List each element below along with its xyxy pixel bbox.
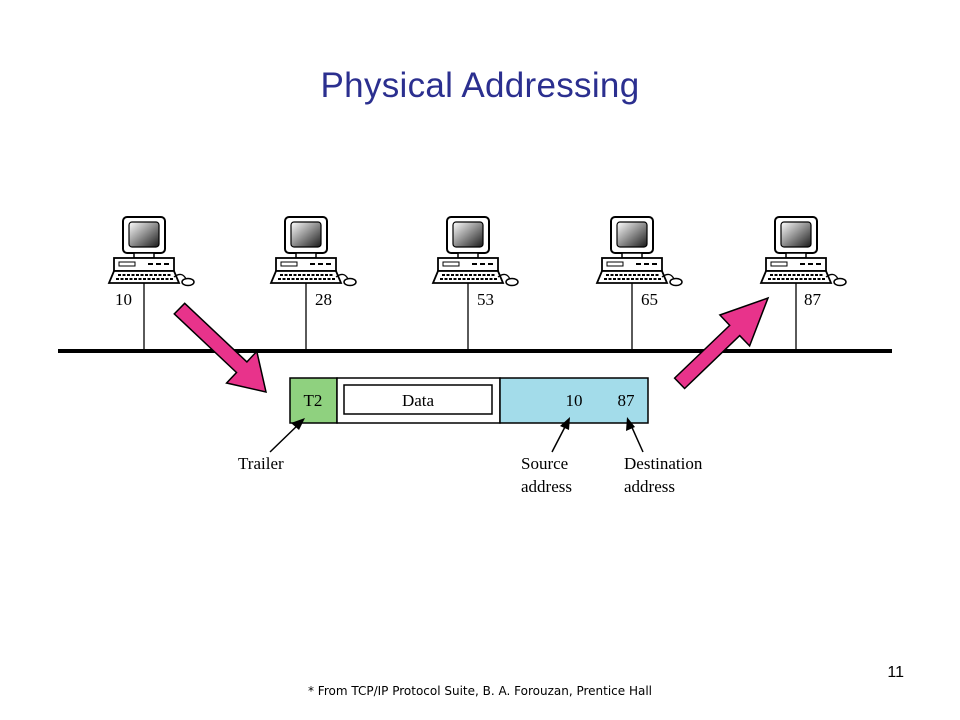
frame: T2 Data 10 87 — [289, 377, 649, 424]
source-credit: * From TCP/IP Protocol Suite, B. A. Foro… — [307, 684, 653, 698]
station-28 — [270, 216, 357, 351]
station-65 — [596, 216, 683, 351]
slide-title: Physical Addressing — [320, 66, 640, 105]
destination-label-line1: Destination — [624, 454, 703, 473]
arrow-up-right-icon — [673, 296, 770, 390]
station-address: 65 — [641, 290, 658, 309]
trailer-field-label: T2 — [304, 391, 323, 410]
page-number: 11 — [887, 664, 904, 681]
header-field — [499, 377, 649, 424]
station-53 — [432, 216, 519, 351]
source-address-value: 10 — [566, 391, 583, 410]
computer-icon — [270, 216, 357, 287]
station-10 — [108, 216, 195, 351]
computer-icon — [108, 216, 195, 287]
arrow-down-right-icon — [173, 302, 267, 393]
computer-icon — [432, 216, 519, 287]
computer-icon — [596, 216, 683, 287]
computer-icon — [760, 216, 847, 287]
source-label-line2: address — [521, 477, 572, 496]
station-87 — [760, 216, 847, 351]
source-label-line1: Source — [521, 454, 568, 473]
destination-label-line2: address — [624, 477, 675, 496]
station-address: 53 — [477, 290, 494, 309]
station-address: 87 — [804, 290, 822, 309]
station-address: 28 — [315, 290, 332, 309]
data-inner-box — [343, 384, 493, 415]
data-field-label: Data — [402, 391, 435, 410]
station-address: 10 — [115, 290, 132, 309]
trailer-label: Trailer — [238, 454, 284, 473]
destination-address-value: 87 — [618, 391, 636, 410]
callout-arrows — [269, 417, 644, 453]
